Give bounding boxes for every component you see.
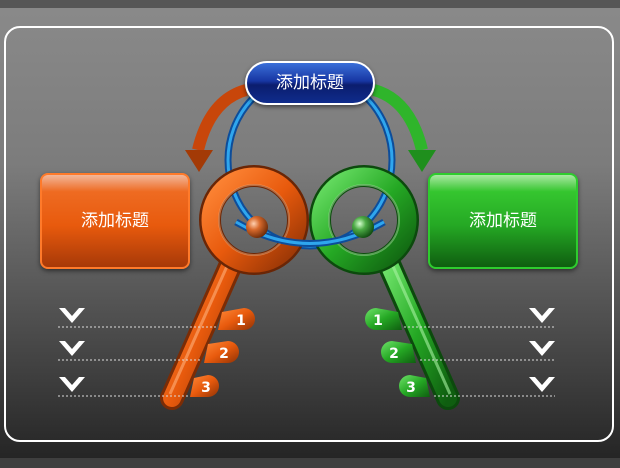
bottom-bar bbox=[0, 458, 620, 468]
slide-frame bbox=[4, 26, 614, 442]
right-step-1: 1 bbox=[373, 313, 383, 329]
green-key-teeth bbox=[365, 308, 430, 397]
chevron-down-icon bbox=[59, 341, 85, 356]
right-chevrons bbox=[529, 308, 555, 392]
right-arrow-head bbox=[408, 150, 436, 172]
left-dotted-lines bbox=[58, 326, 218, 397]
right-step-2: 2 bbox=[389, 346, 399, 362]
left-step-1: 1 bbox=[236, 313, 246, 329]
orange-key bbox=[160, 165, 309, 410]
right-step-3: 3 bbox=[406, 380, 416, 396]
chevron-down-icon bbox=[529, 377, 555, 392]
left-chevrons bbox=[59, 308, 85, 392]
chevron-down-icon bbox=[59, 308, 85, 323]
left-step-2: 2 bbox=[219, 346, 229, 362]
top-bar bbox=[0, 0, 620, 8]
right-curved-arrow bbox=[372, 84, 428, 152]
chevron-down-icon bbox=[59, 377, 85, 392]
left-title-box: 添加标题 bbox=[40, 173, 190, 269]
green-bead bbox=[352, 216, 374, 238]
right-title-box: 添加标题 bbox=[428, 173, 578, 269]
top-title: 添加标题 bbox=[245, 61, 375, 105]
left-curved-arrow bbox=[192, 84, 248, 152]
left-step-3: 3 bbox=[201, 380, 211, 396]
orange-bead bbox=[246, 216, 268, 238]
orange-key-teeth bbox=[190, 308, 255, 397]
chevron-down-icon bbox=[529, 308, 555, 323]
right-dotted-lines bbox=[404, 326, 555, 397]
left-arrow-head bbox=[185, 150, 213, 172]
chevron-down-icon bbox=[529, 341, 555, 356]
green-key bbox=[309, 165, 460, 410]
